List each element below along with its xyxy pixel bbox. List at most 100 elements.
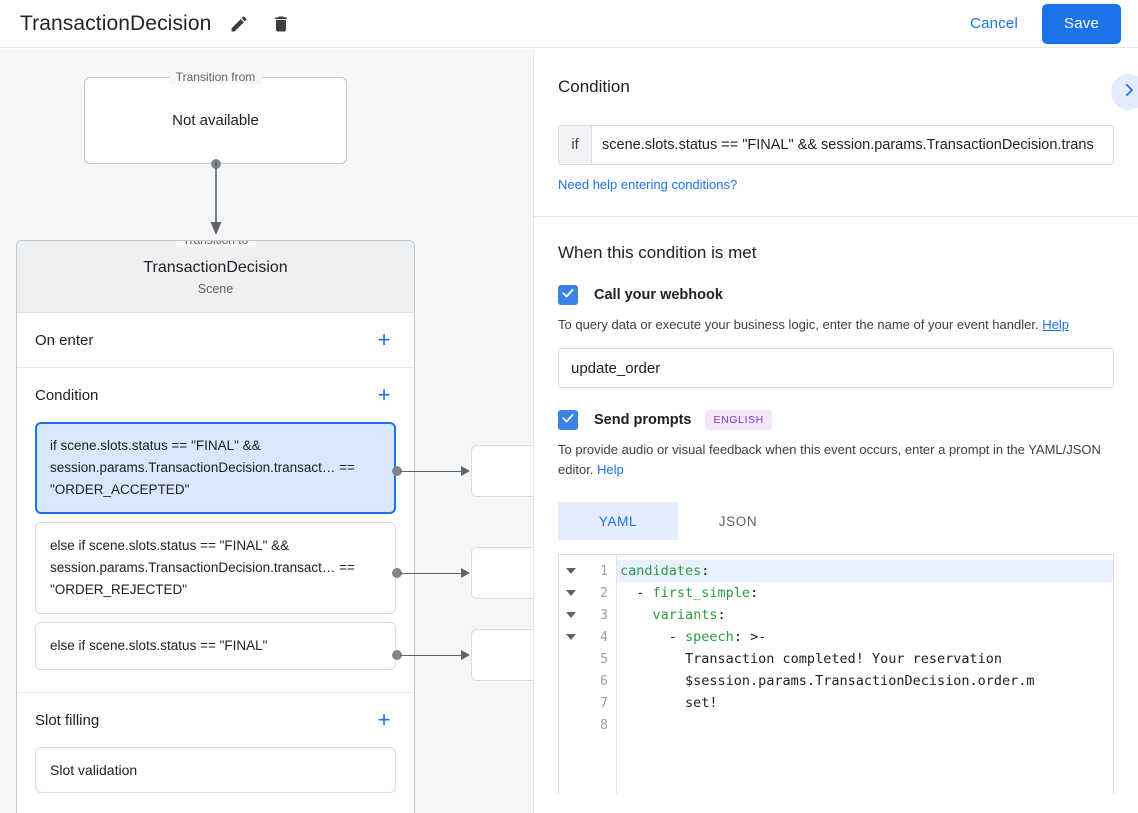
webhook-label: Call your webhook [594, 287, 723, 303]
section-on-enter: On enter + [17, 313, 414, 368]
prompts-help-text: To provide audio or visual feedback when… [558, 440, 1114, 480]
line-number: 3 [600, 607, 608, 623]
target-node-1[interactable] [471, 547, 533, 599]
code-line: candidates: [617, 560, 1113, 582]
fold-triangle-icon[interactable] [566, 612, 576, 618]
target-node-2[interactable] [471, 629, 533, 681]
gutter-line: 2 [559, 582, 616, 604]
line-number: 7 [600, 695, 608, 711]
editor-gutter: 1 2 3 4 5 6 7 8 [559, 555, 617, 794]
code-line: set! [620, 695, 718, 711]
fold-triangle-icon[interactable] [566, 590, 576, 596]
gutter-line: 8 [559, 714, 616, 736]
fold-triangle-icon[interactable] [566, 634, 576, 640]
connector-arrow-2 [461, 649, 470, 660]
scene-header[interactable]: TransactionDecision Scene [17, 241, 414, 313]
prompts-help-link[interactable]: Help [597, 462, 624, 477]
prompts-checkbox-row[interactable]: Send prompts ENGLISH [558, 410, 1114, 430]
collapse-panel-button[interactable] [1111, 74, 1138, 110]
transition-arrow-icon [210, 161, 222, 235]
language-badge: ENGLISH [705, 410, 772, 430]
line-number: 6 [600, 673, 608, 689]
gutter-line: 7 [559, 692, 616, 714]
add-condition-button[interactable]: + [377, 382, 391, 407]
details-panel: Condition if Need help entering conditio… [533, 49, 1138, 813]
webhook-checkbox[interactable] [558, 285, 578, 305]
trash-icon [271, 14, 291, 34]
scene-name: TransactionDecision [143, 259, 288, 276]
fold-triangle-icon[interactable] [566, 568, 576, 574]
code-line: Transaction completed! Your reservation [620, 651, 1003, 667]
gutter-line: 6 [559, 670, 616, 692]
transition-to-card: Transition to TransactionDecision Scene … [16, 240, 415, 813]
editor-format-tabs: YAML JSON [558, 502, 1114, 540]
code-line [617, 714, 1113, 736]
webhook-handler-input[interactable] [558, 348, 1114, 388]
webhook-checkbox-row[interactable]: Call your webhook [558, 285, 1114, 305]
webhook-help-prefix: To query data or execute your business l… [558, 317, 1039, 332]
transition-from-card: Transition from Not available [84, 70, 347, 164]
gutter-line: 1 [559, 560, 616, 582]
section-title-condition: Condition [35, 386, 99, 404]
condition-input-row[interactable]: if [558, 125, 1114, 165]
add-slot-filling-button[interactable]: + [377, 707, 391, 732]
when-met-heading: When this condition is met [558, 243, 757, 262]
section-slot-filling: Slot filling + Slot validation [17, 693, 414, 807]
connector-dot-condition-1 [392, 568, 402, 578]
condition-card-0[interactable]: if scene.slots.status == "FINAL" && sess… [35, 422, 396, 514]
tab-yaml[interactable]: YAML [558, 502, 678, 540]
connector-line-0 [400, 470, 464, 472]
delete-button[interactable] [267, 10, 295, 38]
connector-dot-condition-2 [392, 650, 402, 660]
section-title-on-enter: On enter [35, 331, 94, 349]
code-line: $session.params.TransactionDecision.orde… [620, 673, 1035, 689]
section-condition: Condition + if scene.slots.status == "FI… [17, 368, 414, 693]
transition-to-legend: Transition to [175, 241, 256, 247]
condition-card-2[interactable]: else if scene.slots.status == "FINAL" [35, 622, 396, 670]
connector-arrow-1 [461, 567, 470, 578]
connector-arrow-0 [461, 465, 470, 476]
line-number: 4 [600, 629, 608, 645]
save-button[interactable]: Save [1042, 3, 1121, 44]
line-number: 2 [600, 585, 608, 601]
prompts-checkbox[interactable] [558, 410, 578, 430]
app-header: TransactionDecision Cancel Save [0, 0, 1138, 48]
code-line: - speech: >- [620, 629, 767, 645]
connector-dot-condition-0 [392, 466, 402, 476]
scene-type: Scene [197, 282, 234, 296]
edit-button[interactable] [225, 10, 253, 38]
prompts-label: Send prompts [594, 412, 692, 428]
page-title: TransactionDecision [20, 11, 212, 35]
condition-help-link[interactable]: Need help entering conditions? [558, 177, 738, 192]
line-number: 1 [600, 563, 608, 579]
prompts-help-prefix: To provide audio or visual feedback when… [558, 442, 1101, 477]
condition-card-1[interactable]: else if scene.slots.status == "FINAL" &&… [35, 522, 396, 614]
scene-graph-canvas[interactable]: Transition from Not available Transition… [0, 49, 533, 813]
line-number: 8 [600, 717, 608, 733]
transition-from-value: Not available [172, 112, 259, 129]
editor-code-area[interactable]: candidates: - first_simple: variants: - … [617, 555, 1113, 794]
code-line: variants: [652, 607, 726, 623]
tab-json[interactable]: JSON [718, 513, 758, 529]
add-on-enter-button[interactable]: + [377, 327, 391, 352]
pencil-icon [229, 14, 249, 34]
slot-validation-card[interactable]: Slot validation [35, 747, 396, 793]
code-line: - first_simple: [620, 585, 759, 601]
check-icon [561, 286, 575, 305]
check-icon [561, 411, 575, 430]
gutter-line: 5 [559, 648, 616, 670]
condition-input[interactable] [592, 126, 1113, 164]
connector-line-2 [400, 654, 464, 656]
webhook-help-link[interactable]: Help [1042, 317, 1069, 332]
transition-from-legend: Transition from [168, 70, 263, 84]
cancel-button[interactable]: Cancel [956, 7, 1032, 40]
when-condition-met-section: When this condition is met Call your web… [534, 217, 1138, 794]
target-node-0[interactable] [471, 445, 533, 497]
condition-section: Condition if Need help entering conditio… [534, 49, 1138, 217]
chevron-right-icon [1120, 81, 1138, 104]
condition-if-prefix: if [559, 126, 592, 164]
webhook-help-text: To query data or execute your business l… [558, 315, 1114, 335]
gutter-line: 4 [559, 626, 616, 648]
line-number: 5 [600, 651, 608, 667]
prompt-code-editor[interactable]: 1 2 3 4 5 6 7 8 candidates: - first_simp… [558, 554, 1114, 794]
